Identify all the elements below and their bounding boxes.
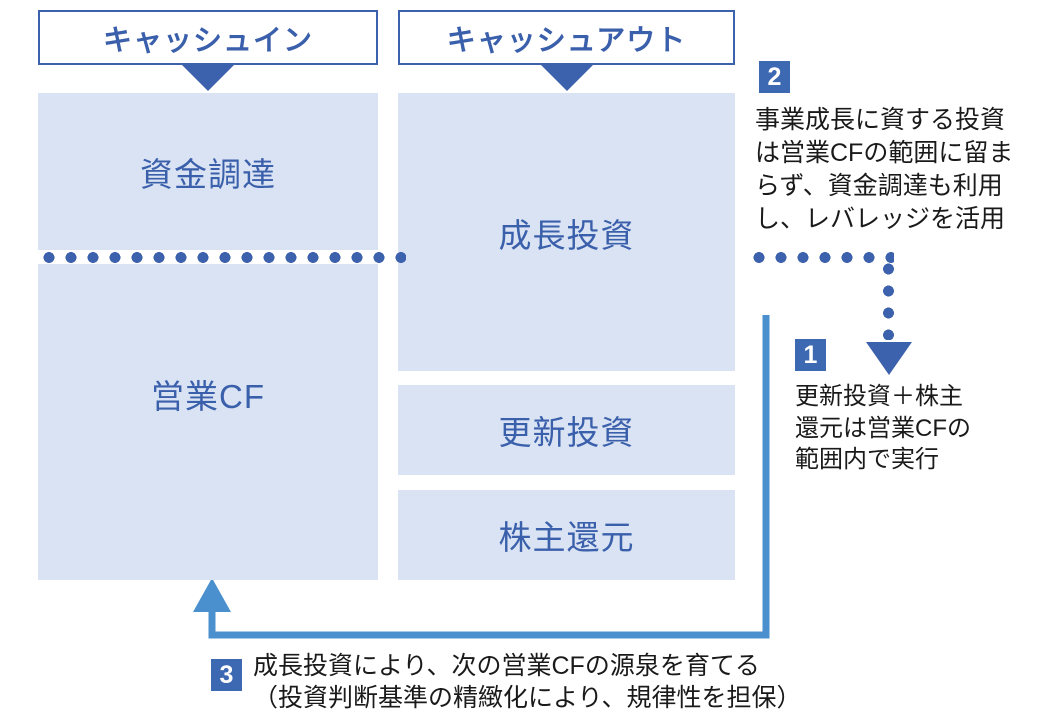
block-growth-investment: 成長投資 xyxy=(398,93,735,371)
header-cash-in: キャッシュイン xyxy=(38,10,378,65)
block-operating-cf: 営業CF xyxy=(38,264,378,580)
badge-1: 1 xyxy=(795,339,826,371)
badge-1-number: 1 xyxy=(803,340,818,369)
annotation-3-text: 成長投資により、次の営業CFの源泉を育てる （投資判断基準の精緻化により、規律性… xyxy=(253,652,802,712)
header-cash-in-label: キャッシュイン xyxy=(102,24,313,57)
block-operating-cf-label: 営業CF xyxy=(151,378,265,415)
block-growth-investment-label: 成長投資 xyxy=(498,217,635,254)
badge-3: 3 xyxy=(211,659,242,691)
dotted-divider-right xyxy=(748,252,894,263)
block-renewal-investment-label: 更新投資 xyxy=(498,414,635,451)
header-cash-out-label: キャッシュアウト xyxy=(446,24,687,57)
annotation-2-text: 事業成長に資する投資 は営業CFの範囲に留ま らず、資金調達も利用 し、レバレッ… xyxy=(755,106,1014,233)
triangle-up-icon-feedback xyxy=(193,578,231,612)
badge-2: 2 xyxy=(759,61,790,93)
annotation-1-text: 更新投資＋株主 還元は営業CFの 範囲内で実行 xyxy=(795,383,971,474)
triangle-down-icon-cash-in xyxy=(182,65,234,91)
badge-2-number: 2 xyxy=(767,62,782,91)
feedback-bracket xyxy=(193,315,770,639)
block-shareholder-return-label: 株主還元 xyxy=(498,519,635,556)
badge-3-number: 3 xyxy=(219,660,234,689)
triangle-down-icon-annotation1 xyxy=(866,342,912,375)
block-funding-label: 資金調達 xyxy=(140,155,276,193)
block-shareholder-return: 株主還元 xyxy=(398,490,735,580)
header-cash-out: キャッシュアウト xyxy=(398,10,735,65)
triangle-down-icon-cash-out xyxy=(541,65,593,91)
block-renewal-investment: 更新投資 xyxy=(398,385,735,475)
dotted-connector-vertical xyxy=(883,258,894,340)
block-funding: 資金調達 xyxy=(38,93,378,250)
dotted-divider-left xyxy=(38,252,406,263)
